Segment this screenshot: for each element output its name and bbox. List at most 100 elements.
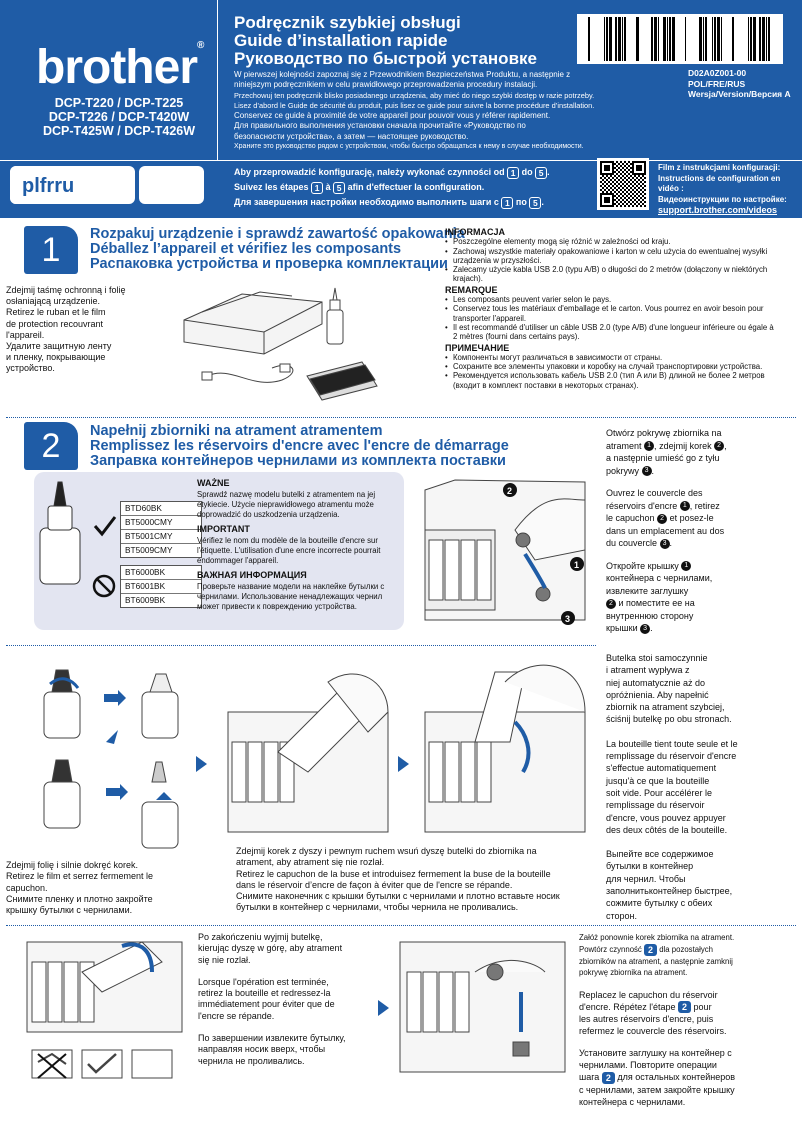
note-item: Компоненты могут различаться в зависимос…	[445, 353, 775, 363]
spacer	[579, 979, 794, 989]
callout-3: 3	[640, 623, 651, 634]
text-line: de protection recouvrant	[6, 318, 104, 329]
text-line: 2 и поместите ее на	[606, 597, 796, 610]
note-item: Сохраните все элементы упаковки и коробк…	[445, 362, 775, 372]
title-pl: Napełnij zbiorniki na atrament atramente…	[90, 423, 383, 439]
text-line: бутылки в контейнер	[606, 861, 694, 872]
callout-3: 3	[565, 614, 570, 624]
video-label: Instructions de configuration en vidéo :	[658, 173, 781, 194]
text-line: шага 2 для остальных контейнеров	[579, 1071, 735, 1084]
intro-line: niniejszym podręcznikiem w celu prawidło…	[234, 80, 538, 90]
text-line: jusqu'à ce que la bouteille	[606, 775, 710, 786]
language-box	[10, 166, 72, 204]
note-item: Conservez tous les matériaux d'emballage…	[445, 304, 775, 323]
spacer	[606, 550, 796, 560]
next-arrow-icon	[398, 756, 409, 772]
callout-1: 1	[574, 560, 579, 570]
title-pl: Rozpakuj urządzenie i sprawdź zawartość …	[90, 226, 465, 242]
barcode	[577, 14, 783, 64]
text-line: d'encre. Répétez l'étape 2 pour	[579, 1001, 712, 1014]
section-1-instructions: Zdejmij taśmę ochronną i folię osłaniają…	[6, 285, 171, 375]
text-line: a następnie umieść go z tyłu	[606, 453, 720, 463]
section-1-notes: INFORMACJA Poszczególne elementy mogą si…	[445, 226, 775, 390]
text-line: Zdejmij korek z dyszy i pewnym ruchem ws…	[236, 846, 537, 856]
section-1-title: Rozpakuj urządzenie i sprawdź zawartość …	[90, 227, 465, 272]
model-line: DCP-T226 / DCP-T420W	[48, 110, 190, 124]
spacer	[606, 477, 796, 487]
warning-heading: WAŻNE	[197, 478, 230, 488]
text-line: Butelka stoi samoczynnie	[606, 653, 708, 663]
text-line: чернила не проливались.	[198, 1055, 305, 1066]
step-ref-badge: 2	[644, 943, 658, 956]
note-list: Poszczególne elementy mogą się różnić w …	[445, 237, 775, 283]
text-line: atrament, aby atrament się nie rozlał.	[236, 857, 385, 868]
bottle-cap-instructions: Zdejmij folię i silnie dokręć korek. Ret…	[6, 860, 206, 916]
document-id: D02A0Z001-00 POL/FRE/RUS Wersja/Version/…	[688, 68, 791, 100]
callout-2: 2	[606, 598, 616, 609]
checkmark-icon	[93, 516, 117, 537]
model-list: DCP-T220 / DCP-T225 DCP-T226 / DCP-T420W…	[24, 96, 214, 138]
note-heading: REMARQUE	[445, 284, 498, 295]
text-line: dans un emplacement au dos	[606, 525, 725, 536]
callout-2: 2	[507, 486, 512, 496]
text-line: niej automatycznie aż do	[606, 677, 706, 688]
title-ru: Заправка контейнеров чернилами из компле…	[90, 453, 506, 469]
text-line: immédiatement pour éviter que de	[198, 999, 335, 1010]
note-list: Les composants peuvent varier selon le p…	[445, 295, 775, 341]
open-ink-tank-illustration: 2 1 3	[424, 479, 586, 625]
text-line: retirez la bouteille et redressez-la	[198, 988, 331, 999]
model-name: BTD60BK	[121, 502, 201, 516]
spacer	[198, 966, 378, 977]
next-arrow-icon	[196, 756, 207, 772]
steps-line-fr: Suivez les étapes 1 à 5 afin d'effectuer…	[234, 181, 485, 194]
note-item: Poszczególne elementy mogą się różnić w …	[445, 237, 775, 247]
callout-3: 3	[659, 538, 670, 549]
text-line: d'encre, vous pouvez appuyer	[606, 812, 726, 823]
title-fr: Déballez l’appareil et vérifiez les comp…	[90, 241, 402, 257]
callout-3: 3	[641, 466, 652, 477]
text-line: remplissage du réservoir d'encre	[606, 751, 737, 762]
text-line: remplissage du réservoir	[606, 800, 705, 811]
text-line: osłaniającą urządzenie.	[6, 296, 101, 307]
model-name: BT5001CMY	[121, 530, 201, 544]
intro-line: Przechowuj ten podręcznik blisko posiada…	[234, 90, 595, 100]
open-tank-instructions: Otwórz pokrywę zbiornika na atrament 1, …	[606, 427, 796, 635]
text-line: Zdejmij folię i silnie dokręć korek.	[6, 860, 139, 870]
replace-cap-instructions: Załóż ponownie korek zbiornika na atrame…	[579, 932, 794, 1108]
text-line: zbiorników na atrament, a następnie zamk…	[579, 956, 733, 966]
text-line: Lorsque l'opération est terminée,	[198, 976, 329, 987]
ink-warning-box	[34, 472, 404, 630]
steps-line-ru: Для завершения настройки необходимо выпо…	[234, 196, 544, 209]
video-label: Видеоинструкции по настройке:	[658, 194, 787, 204]
text-line: устройство.	[6, 363, 55, 374]
header-divider	[0, 160, 218, 161]
text-line: Replacez le capuchon du réservoir	[579, 989, 718, 1000]
text-line: pokrywę zbiornika na atrament.	[579, 968, 688, 977]
text-line: контейнера с чернилами.	[579, 1096, 686, 1107]
note-list: Компоненты могут различаться в зависимос…	[445, 353, 775, 390]
text-line: Otwórz pokrywę zbiornika na	[606, 428, 722, 438]
text-line: les autres réservoirs d'encre, puis	[579, 1014, 714, 1025]
section-divider	[6, 925, 796, 926]
note-item: Zalecamy użycie kabla USB 2.0 (typu A/B)…	[445, 265, 775, 284]
warning-body: Sprawdź nazwę modelu butelki z atramente…	[197, 490, 376, 519]
model-line: DCP-T220 / DCP-T225	[54, 96, 184, 110]
language-code: plfrru	[22, 175, 75, 197]
text-line: du couvercle 3.	[606, 538, 673, 549]
video-link[interactable]: support.brother.com/videos	[658, 205, 778, 215]
section-divider	[6, 645, 596, 646]
remove-bottle-instructions: Po zakończeniu wyjmij butelkę, kierując …	[198, 932, 378, 1067]
prohibited-icon	[92, 574, 116, 598]
qr-graphic	[600, 161, 646, 207]
step-number: 2	[24, 422, 78, 470]
intro-line: Храните это руководство рядом с устройст…	[234, 143, 584, 151]
spacer	[606, 836, 796, 848]
text-line: się nie rozlał.	[198, 954, 251, 965]
qr-code[interactable]	[597, 158, 649, 210]
doc-languages: POL/FRE/RUS	[688, 78, 746, 89]
warning-heading: ВАЖНАЯ ИНФОРМАЦИЯ	[197, 570, 307, 580]
note-item: Les composants peuvent varier selon le p…	[445, 295, 775, 305]
text-line: Удалите защитную ленту	[6, 341, 112, 352]
text-line: Powtórz czynność 2 dla pozostałych	[579, 943, 713, 956]
barcode-graphic	[588, 17, 770, 61]
